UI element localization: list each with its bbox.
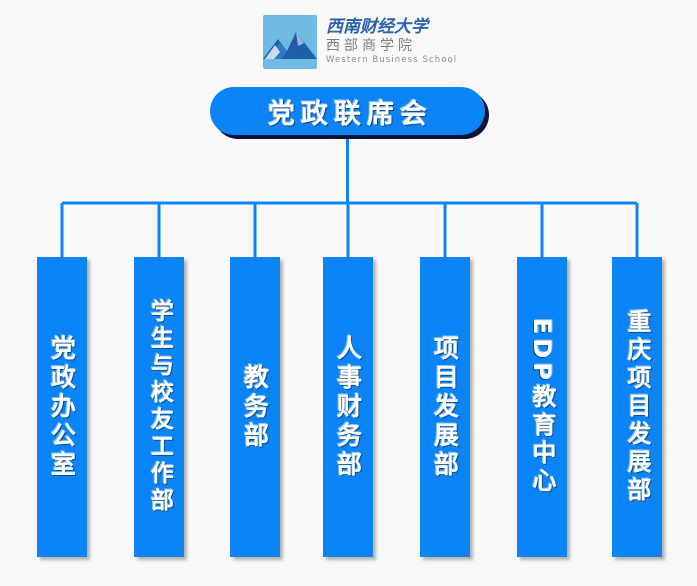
node-3[interactable]: 教务部 xyxy=(230,257,280,557)
node-3-label: 教务部 xyxy=(240,363,270,451)
node-2[interactable]: 学生与校友工作部 xyxy=(134,257,184,557)
node-4[interactable]: 人事财务部 xyxy=(323,257,373,557)
logo-english-name: Western Business School xyxy=(326,55,458,66)
node-7[interactable]: 重庆项目发展部 xyxy=(612,257,662,557)
node-5[interactable]: 项目发展部 xyxy=(420,257,470,557)
node-5-label: 项目发展部 xyxy=(430,334,460,480)
node-root-body: 党政联席会 xyxy=(210,87,485,135)
logo-school-name: 西部商学院 xyxy=(326,38,416,55)
node-7-label: 重庆项目发展部 xyxy=(623,309,651,505)
node-6[interactable]: EDP教育中心 xyxy=(517,257,567,557)
node-4-label: 人事财务部 xyxy=(333,334,363,480)
logo-university-name: 西南财经大学 xyxy=(326,17,428,38)
school-logo: 西南财经大学 西部商学院 Western Business School xyxy=(263,14,456,70)
node-1[interactable]: 党政办公室 xyxy=(37,257,87,557)
node-root-label: 党政联席会 xyxy=(268,98,433,130)
node-root[interactable]: 党政联席会 xyxy=(210,87,489,139)
logo-wordmark: 西南财经大学 西部商学院 Western Business School xyxy=(326,19,457,65)
node-1-label: 党政办公室 xyxy=(47,334,77,480)
node-6-label: EDP教育中心 xyxy=(528,318,556,496)
node-2-label: 学生与校友工作部 xyxy=(146,299,173,515)
mountain-logo-icon xyxy=(263,15,317,69)
